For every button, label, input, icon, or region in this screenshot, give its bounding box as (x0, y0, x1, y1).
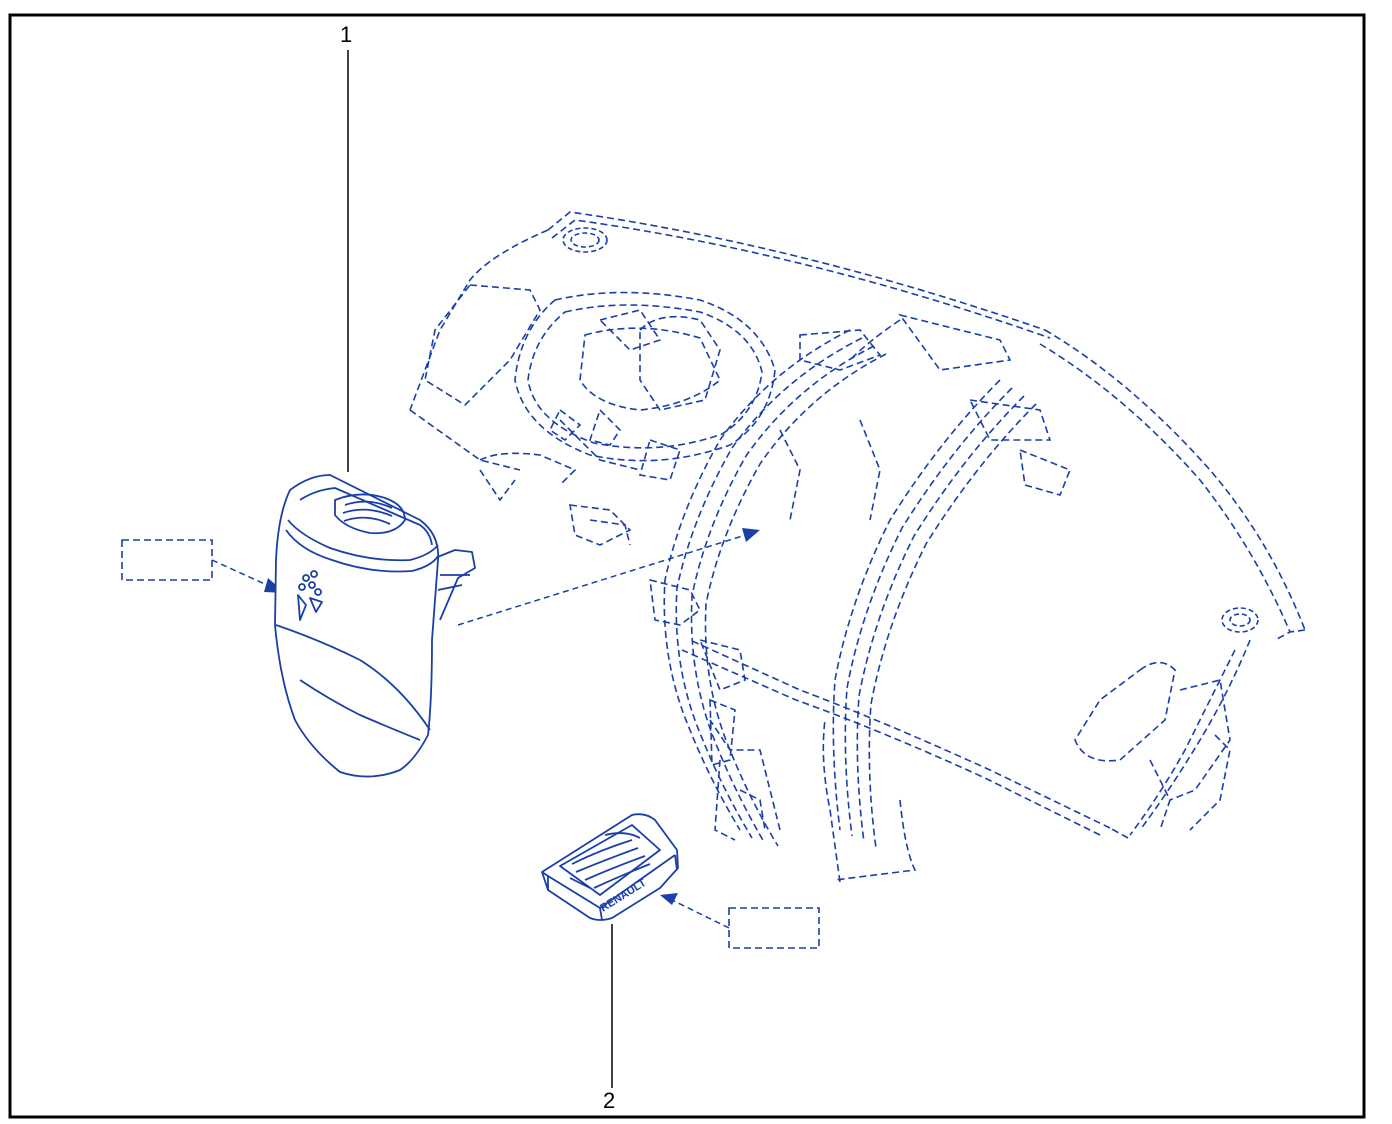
dashboard-speakers (562, 227, 1259, 633)
dashboard-outline (409, 211, 1306, 883)
part-1-air-freshener (274, 474, 476, 778)
callout-2: 2 (603, 1088, 616, 1113)
diagram-frame (8, 13, 1366, 1119)
reference-box-1 (121, 539, 213, 581)
part-2-vent (541, 813, 679, 921)
callout-1: 1 (340, 22, 353, 47)
reference-box-2 (728, 907, 820, 949)
